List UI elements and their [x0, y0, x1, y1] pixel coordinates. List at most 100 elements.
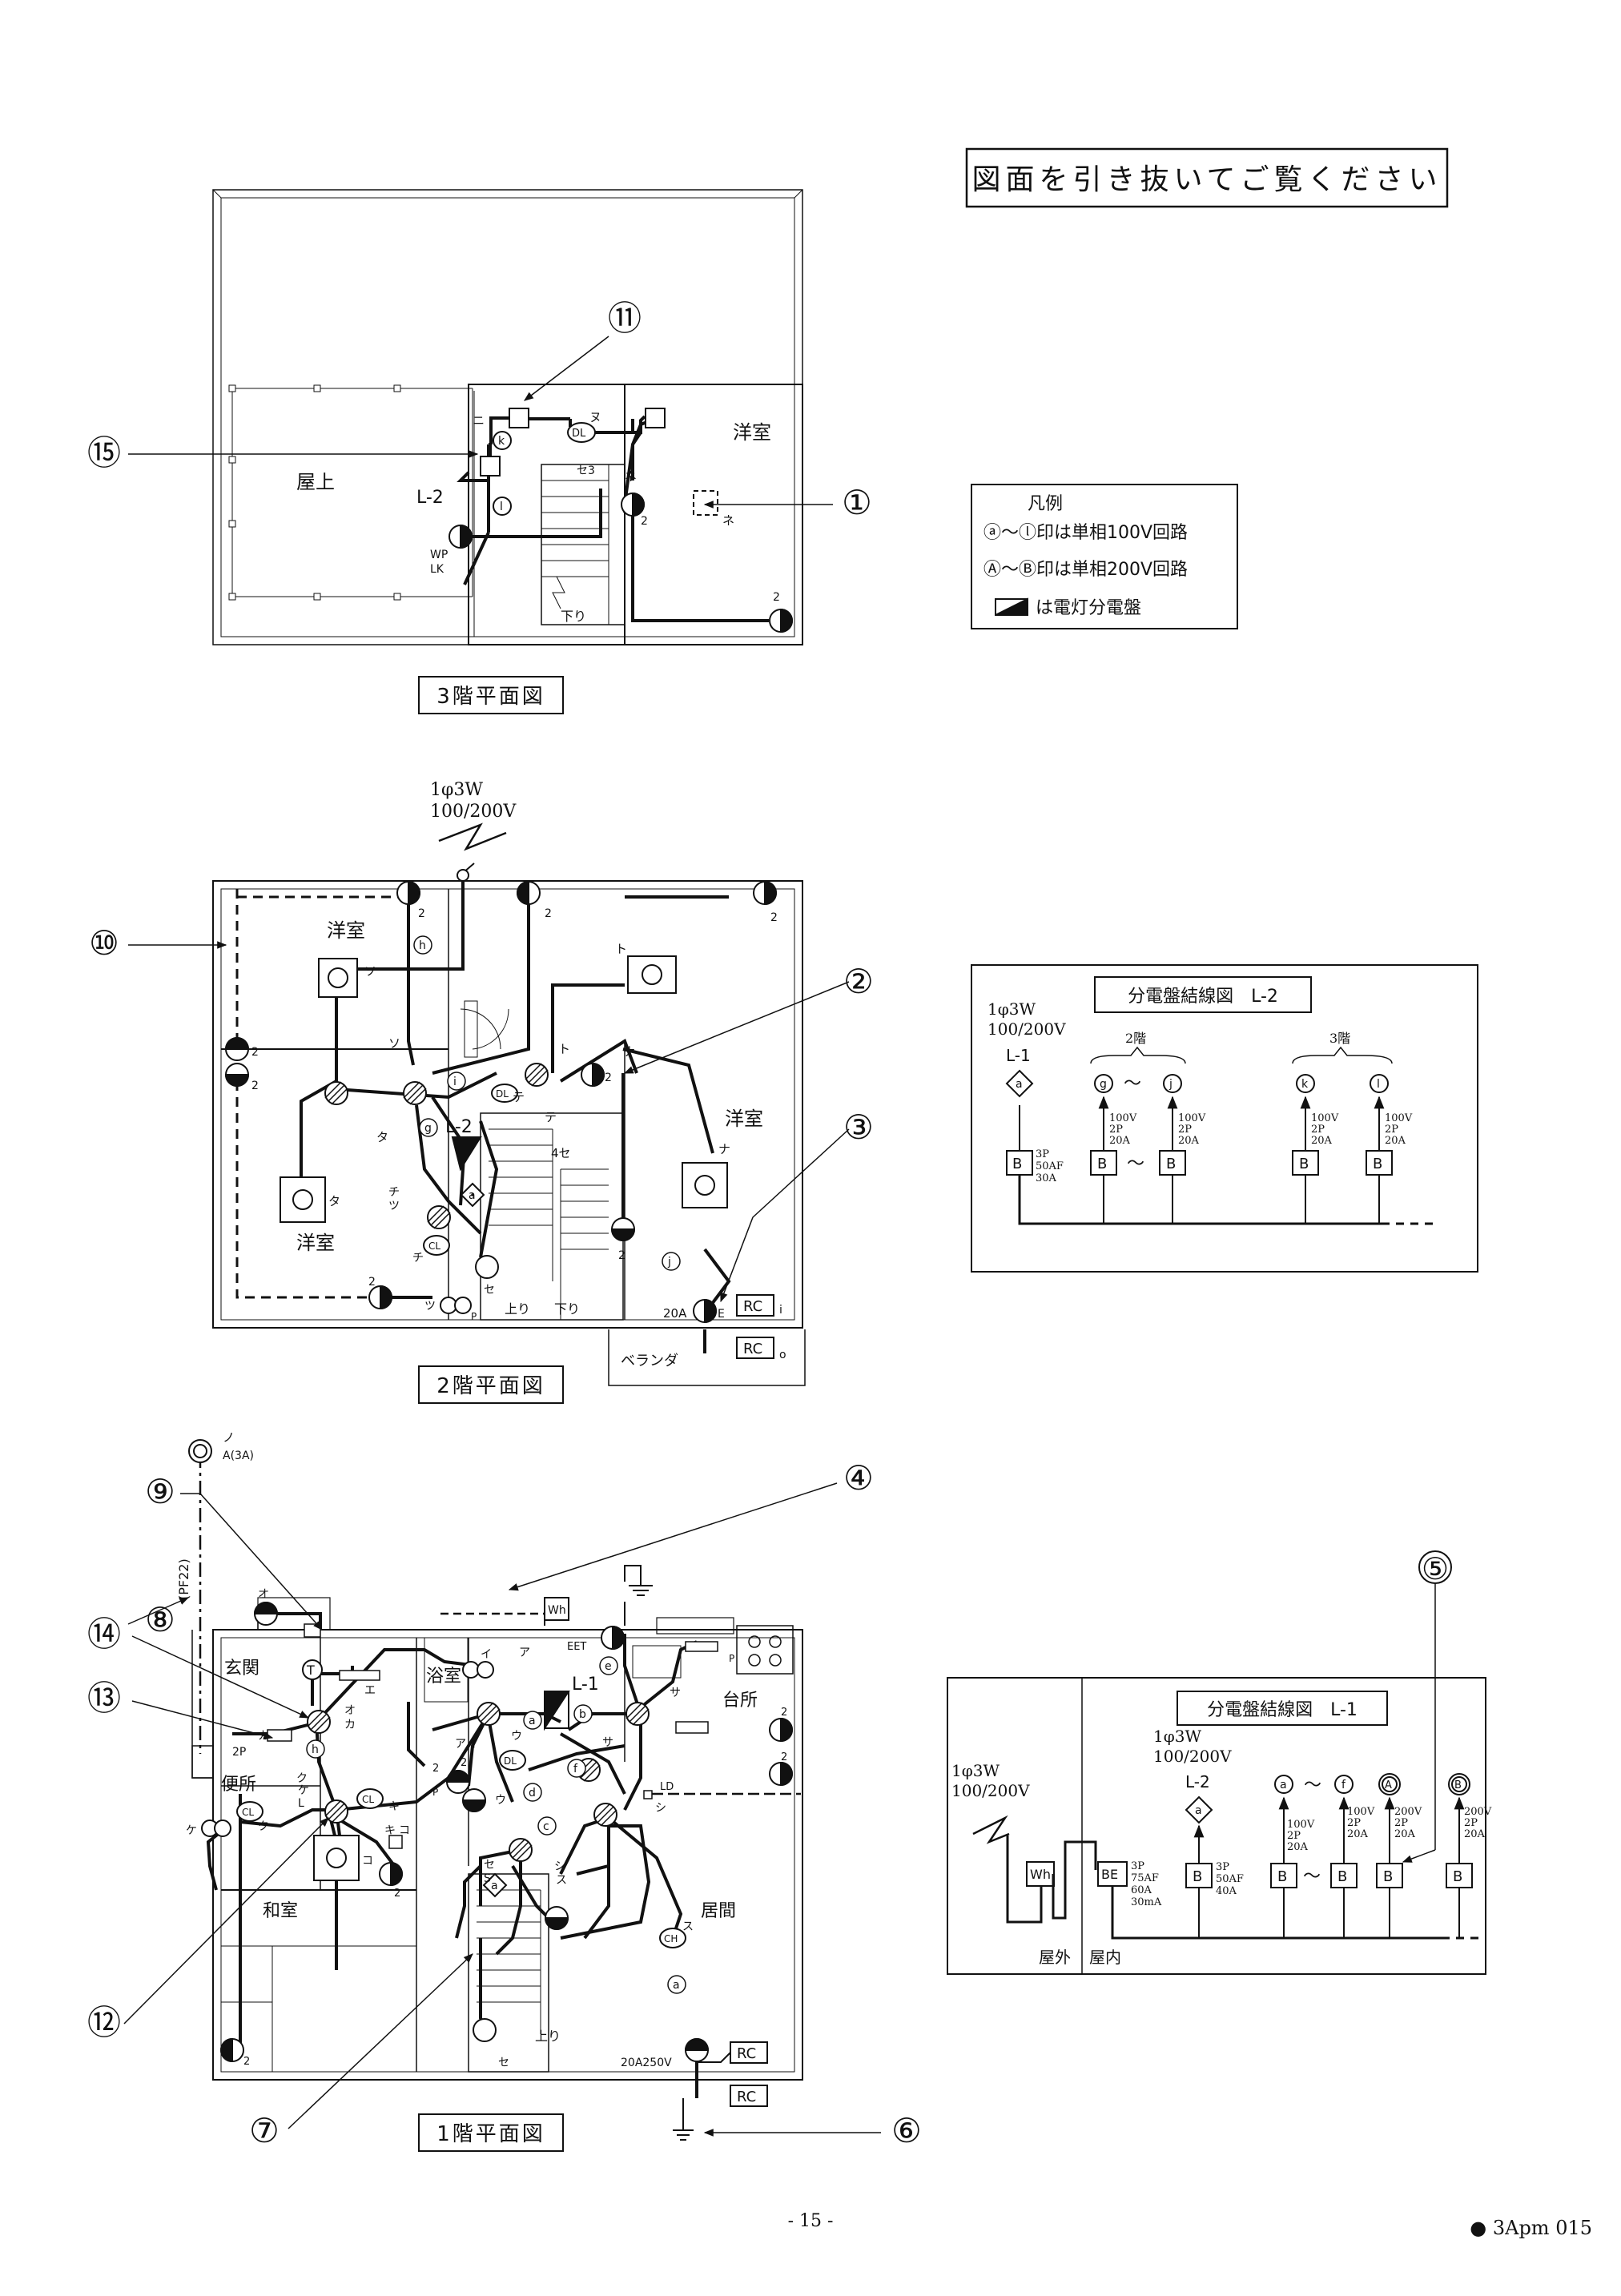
callout-10: ⑩: [89, 923, 119, 963]
f1-kana: イ: [468, 1738, 479, 1751]
l2-branch-spec: 20A: [1109, 1135, 1131, 1147]
f3-lk: LK: [430, 563, 444, 576]
l1-l2-breaker: 50AF: [1216, 1873, 1244, 1885]
f1-kana: カ: [344, 1719, 356, 1731]
f2-kana: テ: [513, 1090, 525, 1104]
f1-room-kitchen: 台所: [722, 1691, 758, 1711]
callout-7: ⑦: [249, 2111, 280, 2150]
page-code: ● 3Apm 015: [1470, 2217, 1592, 2239]
f3-label: ニ: [473, 413, 485, 428]
l2-circuit: l: [1377, 1078, 1380, 1091]
legend-line2: Ⓐ～Ⓑ印は単相200V回路: [983, 560, 1188, 580]
callout-3: ③: [843, 1108, 874, 1147]
l1-l2-breaker: 3P: [1216, 1861, 1229, 1873]
f1-kana: セ: [498, 2057, 509, 2069]
l2-b: B: [1299, 1156, 1309, 1172]
l2-tilde: ～: [1124, 1074, 1141, 1094]
l1-source: a: [1195, 1804, 1202, 1817]
l1-b: B: [1453, 1868, 1462, 1885]
f2-room-sw: 洋室: [296, 1232, 335, 1254]
f1-kana: 2: [394, 1888, 400, 1900]
f2-amp: 20A: [663, 1306, 687, 1321]
f2-kana: ナ: [623, 1044, 635, 1059]
l1-tilde: ～: [1303, 1867, 1321, 1887]
floor2-plan: 1φ3W 100/200V 上り 下り: [89, 780, 874, 1404]
f1-outdoor-no: ノ: [223, 1430, 235, 1445]
l2-branch-spec: 2P: [1109, 1124, 1123, 1136]
l2-supply1: 1φ3W: [987, 999, 1036, 1019]
l1-be-spec: 60A: [1131, 1884, 1152, 1896]
legend-title: 凡例: [1028, 494, 1063, 514]
f2-circle-j: j: [667, 1256, 671, 1269]
f1-kana: コ: [362, 1855, 373, 1868]
l1-branch-spec: 20A: [1394, 1828, 1416, 1840]
l2-tilde: ～: [1127, 1154, 1144, 1174]
l1-branch-spec: 2P: [1347, 1817, 1361, 1829]
f3-title: 3階平面図: [436, 685, 545, 709]
f1-kana: サ: [670, 1687, 681, 1699]
f2-kana: セ: [484, 1284, 495, 1297]
f3-label: 2: [773, 591, 780, 604]
f1-wh: Wh: [548, 1604, 566, 1617]
f1-kana: イ: [481, 1648, 492, 1661]
f2-supply2: 100/200V: [430, 802, 517, 822]
l1-outdoor: 屋外: [1039, 1948, 1071, 1967]
l1-branch-spec: 20A: [1347, 1828, 1369, 1840]
f2-circle-g: g: [424, 1122, 432, 1135]
l2-branch-spec: 2P: [1311, 1124, 1325, 1136]
f1-kana: シ: [655, 1802, 666, 1815]
f2-kana: チ: [412, 1252, 424, 1265]
f2-rc-i-suffix: i: [779, 1304, 782, 1317]
f1-kana: サ: [602, 1736, 613, 1749]
l2-branch-spec: 100V: [1311, 1112, 1339, 1124]
callout-9: ⑨: [145, 1472, 175, 1511]
l1-b: B: [1277, 1868, 1287, 1885]
f2-kana: P: [471, 1311, 477, 1322]
l1-circuit: a: [1280, 1779, 1287, 1791]
l1-b: B: [1337, 1868, 1347, 1885]
legend-line3: は電灯分電盤: [1036, 598, 1141, 618]
f1-kana: キ: [384, 1824, 396, 1837]
f3-label: 2: [641, 515, 648, 528]
l2-circuit: j: [1168, 1078, 1173, 1091]
f1-amp: 20A250V: [621, 2057, 672, 2069]
l2-b: B: [1097, 1156, 1107, 1172]
f2-circle-i: i: [453, 1076, 457, 1088]
f1-kana: オ: [344, 1704, 356, 1717]
f1-kana: ス: [682, 1920, 694, 1933]
f2-kana: 2: [251, 1080, 259, 1092]
f1-room-living: 居間: [701, 1901, 736, 1921]
f1-circle-d: d: [529, 1787, 536, 1799]
l1-diagram: ⑤ 分電盤結線図 L-1 1φ3W 100/200V 1φ3W 100/200V…: [947, 1550, 1492, 1975]
f1-kana: 2: [781, 1751, 787, 1763]
f1-cl2: CL: [242, 1807, 254, 1818]
f1-up: 上り: [535, 2029, 561, 2044]
f2-kana: 2: [251, 1046, 259, 1059]
l2-panel: L-1: [1006, 1046, 1031, 1065]
f1-circle-b: b: [579, 1708, 586, 1721]
f2-kana: 2: [770, 911, 778, 924]
f1-kana: 2: [781, 1707, 787, 1719]
f1-circle-e: e: [605, 1660, 612, 1673]
f1-circle-h: h: [312, 1743, 319, 1756]
callout-2: ②: [843, 962, 874, 1001]
f1-kana: S: [484, 1872, 491, 1885]
l2-branch-spec: 100V: [1385, 1112, 1413, 1124]
l1-supply2-left: 100/200V: [951, 1781, 1030, 1800]
page-number: - 15 -: [788, 2211, 834, 2231]
f1-kana: ケ: [298, 1784, 309, 1797]
callout-4: ④: [843, 1458, 874, 1498]
f1-rc-i: RC: [737, 2045, 756, 2062]
f2-kana: 2: [618, 1249, 625, 1262]
l1-l2-breaker: 40A: [1216, 1885, 1237, 1897]
f2-kana: ソ: [364, 964, 376, 979]
l1-circuit: B: [1454, 1779, 1462, 1791]
f1-circle-a2: a: [673, 1979, 680, 1992]
f2-e-mark: E: [718, 1308, 725, 1321]
callout-14: ⑭: [87, 1614, 121, 1654]
l1-branch-spec: 2P: [1394, 1817, 1408, 1829]
l2-branch-spec: 100V: [1109, 1112, 1137, 1124]
f2-kana: ト: [615, 942, 627, 956]
l1-circuit: A: [1385, 1779, 1392, 1791]
l2-branch-spec: 2P: [1178, 1124, 1192, 1136]
